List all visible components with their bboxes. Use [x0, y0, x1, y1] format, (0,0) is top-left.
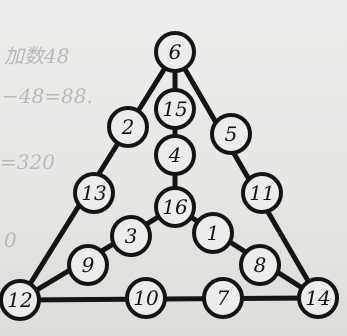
node-12: 12: [7, 288, 32, 312]
node-9: 9: [82, 253, 95, 277]
node-6: 6: [169, 40, 182, 64]
node-1: 1: [207, 221, 220, 245]
node-16: 16: [162, 195, 188, 219]
node-2: 2: [121, 115, 135, 139]
faint-note-4: 0: [4, 228, 17, 252]
node-7: 7: [217, 286, 230, 310]
node-11: 11: [249, 181, 274, 205]
node-4: 4: [168, 143, 182, 167]
faint-note-1: 加数48: [4, 44, 70, 68]
node-5: 5: [225, 122, 238, 146]
node-3: 3: [125, 224, 138, 248]
node-circles: [0, 31, 339, 321]
node-14: 14: [305, 286, 330, 310]
node-13: 13: [81, 181, 106, 205]
node-8: 8: [254, 253, 267, 277]
node-10: 10: [133, 286, 159, 310]
node-15: 15: [162, 97, 187, 121]
faint-note-2: −48=88.: [2, 84, 93, 108]
faint-note-3: =320: [0, 150, 55, 174]
